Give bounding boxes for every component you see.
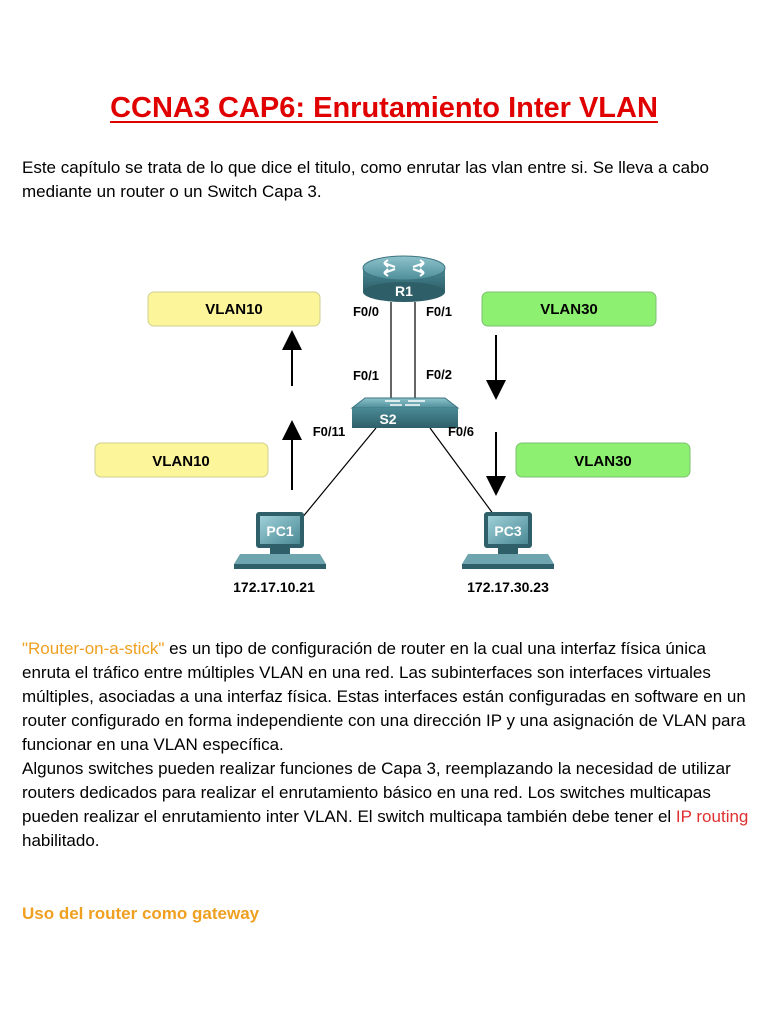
vlan-label-bottom-left: VLAN10: [152, 453, 210, 470]
vlan-label-top-right: VLAN30: [540, 301, 598, 318]
section-heading: Uso del router como gateway: [22, 904, 260, 923]
vlan-box-bottom-left: [94, 442, 269, 478]
vlan-label-top-left: VLAN10: [205, 301, 263, 318]
pc3-icon: [462, 512, 554, 569]
para1-text: es un tipo de configuración de router en…: [22, 639, 746, 754]
pc1-label: PC1: [266, 523, 293, 539]
pc1-icon: [234, 512, 326, 569]
switch-label: S2: [379, 411, 396, 427]
s2-port-pc1: F0/11: [313, 424, 346, 439]
s2-port-pc3: F0/6: [448, 424, 474, 439]
r1-port-right: F0/1: [426, 304, 452, 319]
para2-text-b: habilitado.: [22, 831, 100, 850]
router-label: R1: [395, 283, 413, 299]
pc3-ip: 172.17.30.23: [467, 579, 549, 595]
ip-routing-term: IP routing: [675, 807, 749, 826]
router-on-a-stick-term: "Router-on-a-stick": [22, 639, 165, 658]
para2-text-a: Algunos switches pueden realizar funcion…: [22, 759, 731, 826]
vlan-label-bottom-right: VLAN30: [574, 453, 632, 470]
pc3-label: PC3: [494, 523, 521, 539]
switch-s2-icon: [350, 397, 460, 428]
link-s2-pc1: [291, 427, 377, 531]
body-paragraph: "Router-on-a-stick" es un tipo de config…: [22, 637, 752, 853]
pc1-ip: 172.17.10.21: [233, 579, 315, 595]
s2-port-up-right: F0/2: [426, 367, 452, 382]
page-title: CCNA3 CAP6: Enrutamiento Inter VLAN: [110, 92, 658, 124]
s2-port-up-left: F0/1: [353, 368, 379, 383]
vlan-box-top-right: [481, 291, 657, 327]
network-diagram: R1 S2 PC1 172.17.10.21 PC3 172.17.30.23 …: [94, 255, 691, 595]
vlan-box-top-left: [147, 291, 321, 327]
router-r1-icon: [362, 255, 446, 302]
vlan-box-bottom-right: [515, 442, 691, 478]
intro-paragraph: Este capítulo se trata de lo que dice el…: [22, 158, 709, 201]
r1-port-left: F0/0: [353, 304, 379, 319]
